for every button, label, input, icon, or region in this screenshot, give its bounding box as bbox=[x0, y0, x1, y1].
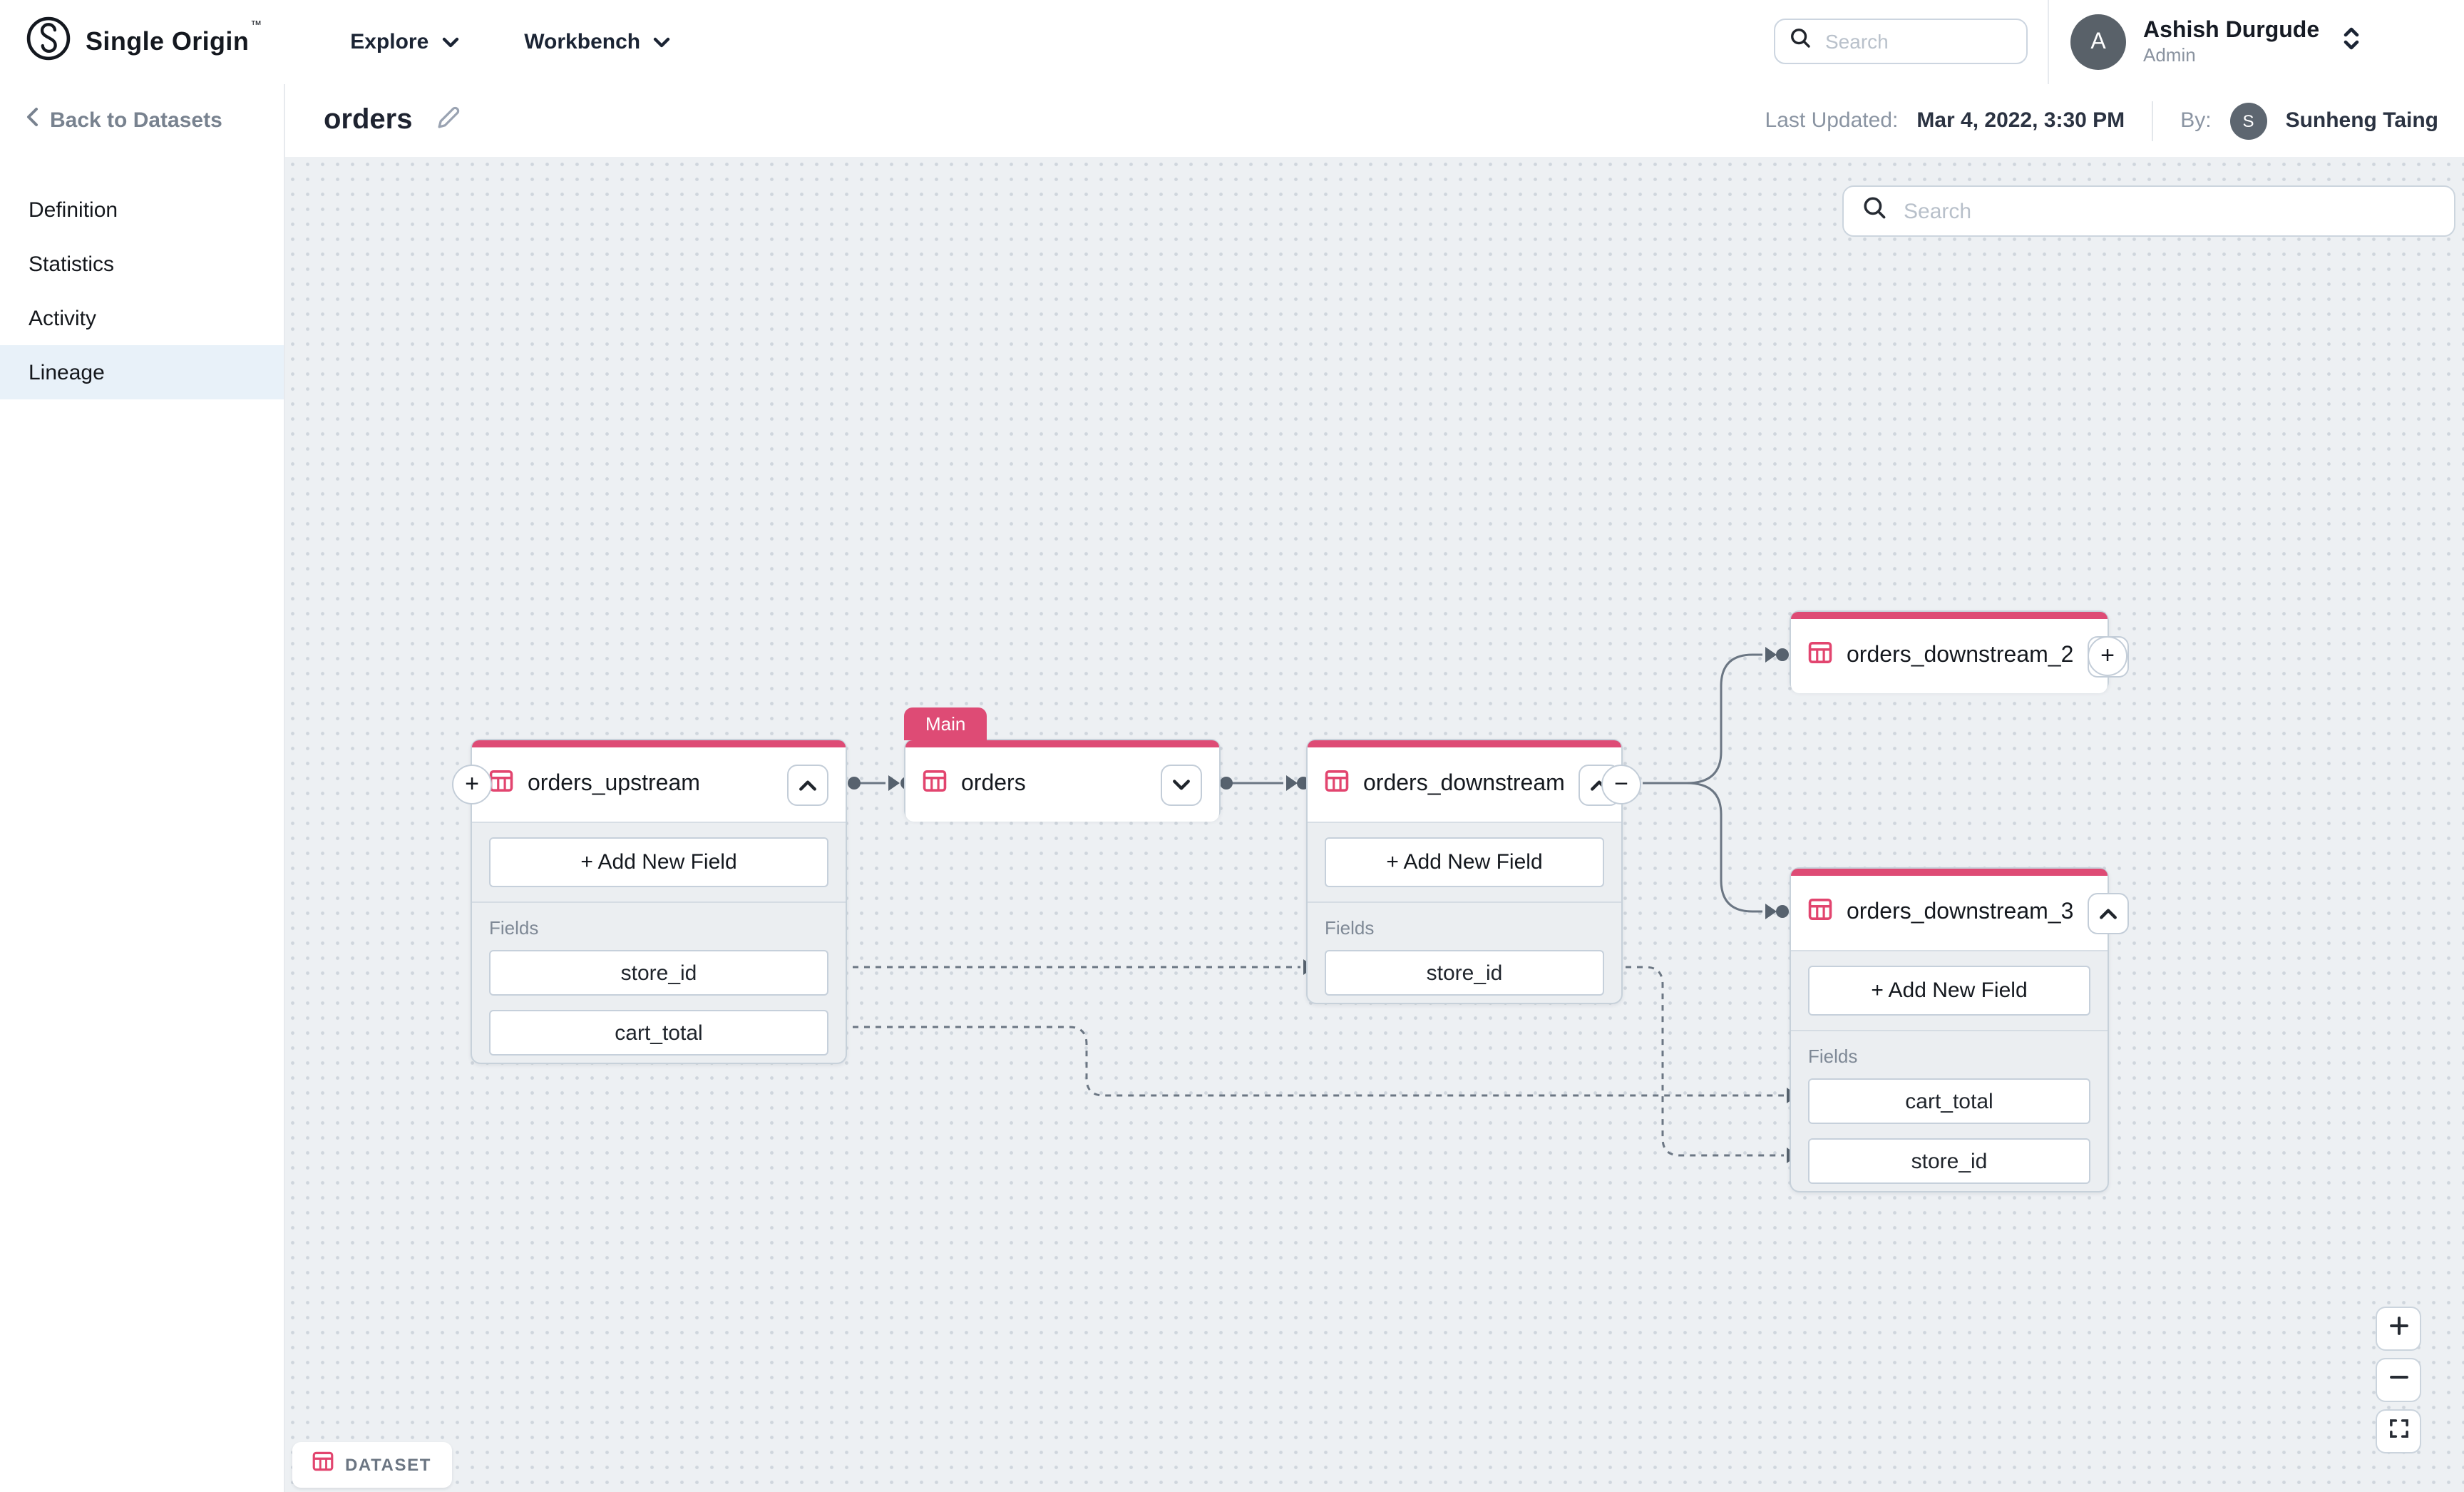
canvas-search bbox=[1842, 185, 2455, 237]
zoom-out-button[interactable] bbox=[2376, 1358, 2421, 1402]
table-icon bbox=[312, 1451, 334, 1479]
fit-view-button[interactable] bbox=[2376, 1409, 2421, 1453]
primary-nav: Explore Workbench bbox=[350, 30, 670, 54]
node-name: orders_downstream bbox=[1363, 772, 1565, 796]
node-accent-bar bbox=[1791, 612, 2108, 619]
fit-view-icon bbox=[2389, 1419, 2408, 1444]
sort-chevrons-icon bbox=[2342, 26, 2359, 58]
collapse-node-button[interactable] bbox=[787, 764, 828, 805]
field-store-id[interactable]: store_id bbox=[1325, 950, 1604, 996]
field-cart-total[interactable]: cart_total bbox=[489, 1010, 828, 1056]
plus-icon bbox=[2389, 1316, 2408, 1342]
node-accent-bar bbox=[1791, 869, 2108, 876]
table-icon bbox=[489, 769, 513, 800]
chevron-down-icon bbox=[441, 30, 458, 54]
sidebar-item-definition[interactable]: Definition bbox=[29, 198, 118, 222]
author-avatar: S bbox=[2229, 102, 2267, 139]
expand-node-button[interactable] bbox=[1161, 764, 1202, 805]
node-accent-bar bbox=[905, 740, 1219, 747]
minus-icon bbox=[2389, 1367, 2408, 1393]
field-store-id[interactable]: store_id bbox=[489, 950, 828, 996]
single-origin-logo-icon bbox=[24, 14, 73, 70]
user-role: Admin bbox=[2143, 44, 2196, 66]
sidebar-item-lineage[interactable]: Lineage bbox=[0, 345, 284, 399]
legend-label: DATASET bbox=[345, 1455, 431, 1475]
nav-menu-explore[interactable]: Explore bbox=[350, 30, 458, 54]
brand-name: Single Origin bbox=[86, 27, 250, 56]
main-badge: Main bbox=[904, 707, 987, 740]
user-name: Ashish Durgude bbox=[2143, 19, 2320, 43]
search-icon bbox=[1862, 195, 1886, 227]
brand-trademark: ™ bbox=[250, 19, 262, 31]
fields-label: Fields bbox=[1325, 917, 1375, 939]
table-icon bbox=[1808, 897, 1832, 929]
node-orders-upstream[interactable]: orders_upstream + + Add New Field Fields… bbox=[452, 739, 847, 1064]
brand-logo[interactable]: Single Origin™ bbox=[0, 14, 262, 70]
add-new-field-button[interactable]: + Add New Field bbox=[1325, 837, 1604, 887]
node-name: orders bbox=[961, 772, 1026, 796]
node-accent-bar bbox=[1308, 740, 1621, 747]
expand-downstream-button[interactable]: + bbox=[2088, 636, 2127, 676]
back-label: Back to Datasets bbox=[50, 108, 222, 133]
table-icon bbox=[1808, 640, 1832, 672]
node-orders-downstream-2[interactable]: orders_downstream_2 + bbox=[1790, 610, 2130, 693]
node-name: orders_downstream_3 bbox=[1847, 900, 2074, 924]
navbar-divider bbox=[2048, 0, 2049, 84]
sidebar-item-statistics[interactable]: Statistics bbox=[29, 252, 115, 276]
table-icon bbox=[1325, 769, 1349, 800]
field-store-id[interactable]: store_id bbox=[1808, 1138, 2090, 1184]
collapse-downstream-button[interactable]: − bbox=[1601, 765, 1641, 804]
expand-upstream-button[interactable]: + bbox=[452, 765, 492, 804]
nav-menu-label: Explore bbox=[350, 30, 429, 54]
sidebar: Definition Statistics Activity Lineage bbox=[0, 157, 285, 1492]
top-navbar: Single Origin™ Explore Workbench A Ashis… bbox=[0, 0, 2464, 86]
node-name: orders_downstream_2 bbox=[1847, 643, 2074, 668]
chevron-down-icon bbox=[653, 30, 670, 54]
user-menu[interactable]: A Ashish Durgude Admin bbox=[2070, 14, 2359, 70]
collapse-node-button[interactable] bbox=[2088, 892, 2130, 934]
lineage-canvas[interactable]: orders_upstream + + Add New Field Fields… bbox=[285, 157, 2464, 1492]
field-cart-total[interactable]: cart_total bbox=[1808, 1078, 2090, 1124]
canvas-search-input[interactable] bbox=[1901, 198, 2420, 225]
last-updated-value: Mar 4, 2022, 3:30 PM bbox=[1916, 108, 2125, 133]
node-orders-downstream-3[interactable]: orders_downstream_3 + Add New Field Fiel… bbox=[1790, 867, 2130, 1192]
dataset-legend: DATASET bbox=[292, 1442, 451, 1488]
add-new-field-button[interactable]: + Add New Field bbox=[489, 837, 828, 887]
search-icon bbox=[1790, 27, 1811, 56]
table-icon bbox=[923, 769, 947, 800]
node-orders[interactable]: Main orders bbox=[904, 707, 1221, 822]
zoom-in-button[interactable] bbox=[2376, 1307, 2421, 1351]
nav-menu-workbench[interactable]: Workbench bbox=[524, 30, 670, 54]
avatar: A bbox=[2070, 14, 2126, 70]
page-header: Back to Datasets orders Last Updated: Ma… bbox=[0, 84, 2464, 158]
global-search bbox=[1774, 19, 2028, 64]
edit-pencil-icon[interactable] bbox=[436, 103, 463, 138]
nav-menu-label: Workbench bbox=[524, 30, 641, 54]
back-to-datasets-link[interactable]: Back to Datasets bbox=[0, 84, 285, 157]
node-name: orders_upstream bbox=[528, 772, 700, 796]
by-label: By: bbox=[2180, 108, 2212, 133]
fields-label: Fields bbox=[489, 917, 539, 939]
node-orders-downstream[interactable]: orders_downstream − + Add New Field Fiel… bbox=[1306, 739, 1641, 1004]
add-new-field-button[interactable]: + Add New Field bbox=[1808, 966, 2090, 1016]
last-updated-label: Last Updated: bbox=[1765, 108, 1899, 133]
fields-label: Fields bbox=[1808, 1046, 1858, 1067]
meta-divider bbox=[2152, 101, 2154, 140]
global-search-input[interactable] bbox=[1822, 29, 1999, 54]
node-accent-bar bbox=[472, 740, 846, 747]
sidebar-item-activity[interactable]: Activity bbox=[29, 306, 97, 330]
author-name: Sunheng Taing bbox=[2285, 108, 2438, 133]
chevron-left-icon bbox=[26, 107, 38, 134]
page-meta: Last Updated: Mar 4, 2022, 3:30 PM By: S… bbox=[1765, 84, 2453, 157]
page-title: orders bbox=[324, 104, 413, 136]
